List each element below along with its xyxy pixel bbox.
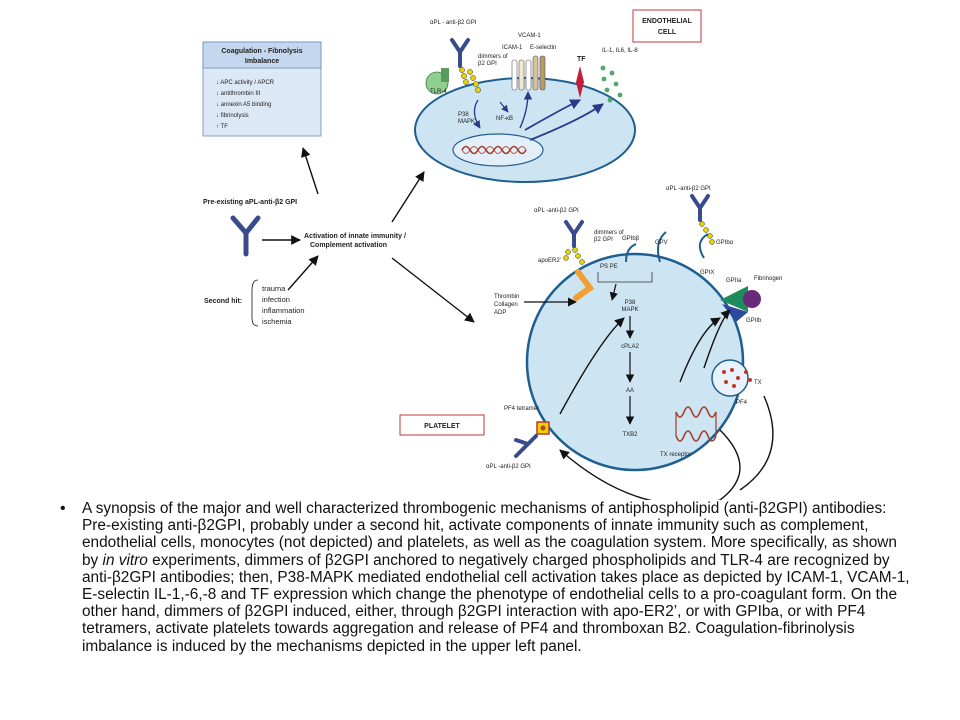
panel-item: ↓ antithrombin III	[216, 91, 261, 97]
arrow-to-platelet	[391, 257, 475, 323]
arrow-to-endothelial	[391, 171, 425, 223]
platelet-apl-top: αPL -anti-β2 GPI	[534, 208, 579, 214]
fibrinogen-molecule	[743, 290, 761, 308]
endothelial-cell: ENDOTHELIAL CELL TLR-4 αPL - anti-β2 GPI…	[414, 9, 702, 183]
endothelial-label-box	[632, 9, 702, 43]
tlr4-label: TLR-4	[430, 89, 447, 95]
platelet-p38-line2: MAPK	[621, 307, 638, 313]
gpiba-label: GPIbα	[716, 240, 734, 246]
endo-apl-label: αPL - anti-β2 GPI	[430, 20, 477, 26]
pf4-tetramer-label: PF4 tetramer	[504, 406, 539, 412]
platelet-label-box	[399, 414, 485, 436]
eselectin-label: E-selectin	[530, 45, 556, 51]
icam1-label: ICAM-1	[502, 45, 523, 51]
antibody-icon	[514, 434, 538, 458]
antibody-icon	[564, 194, 710, 248]
endo-dimmers-line1: dimmers of	[478, 54, 508, 60]
gpiib-label: GPIIb	[746, 318, 762, 324]
cytokine-dots	[600, 65, 623, 103]
cpla2-label: cPLA2	[621, 344, 639, 350]
second-hit-label: Second hit:	[204, 298, 242, 305]
caption-text-part2: experiments, dimmers of β2GPI anchored t…	[82, 551, 910, 655]
gpiia-receptor	[720, 286, 748, 312]
endo-dimmers-line2: β2 GPI	[478, 61, 497, 67]
txb2-label: TXB2	[622, 432, 638, 438]
panel-item: ↓ annexin A5 binding	[216, 102, 271, 108]
gpib-label: GPIbβ	[622, 236, 640, 242]
platelet-apl-right: αPL -anti-β2 GPI	[666, 186, 711, 192]
tx-dots	[722, 368, 752, 388]
beta2gpi-dimer-chain	[563, 221, 715, 265]
beta2gpi-dimer-chain	[459, 67, 481, 93]
platelet-dimmers-line2: β2 GPI	[594, 237, 613, 243]
caption-text-part1: A synopsis of the major and well charact…	[82, 500, 897, 569]
thrombogenic-mechanisms-diagram: Coagulation - Fibnolysis Imbalance ↓ APC…	[202, 9, 782, 500]
left-pathway: Pre-existing aPL-anti-β2 GPI Activation …	[203, 147, 475, 327]
gpiia-label: GPIIa	[726, 278, 742, 284]
gpv-receptor	[657, 231, 667, 263]
tx-label: TX	[754, 380, 762, 386]
tx-receptor	[675, 406, 717, 442]
antibody-icon	[230, 215, 261, 257]
second-hit-item: infection	[262, 295, 290, 304]
preexisting-label: Pre-existing aPL-anti-β2 GPI	[203, 199, 297, 206]
second-hit-item: trauma	[262, 284, 286, 293]
fibrinogen-label: Fibrinogen	[754, 276, 782, 282]
caption-italic: in vitro	[102, 551, 148, 569]
tf-label: TF	[577, 56, 586, 63]
gpiba-receptor	[698, 233, 709, 259]
endothelial-nucleus	[452, 133, 544, 167]
endo-p38-line2: MAPK	[458, 119, 475, 125]
activation-line1: Activation of innate immunity /	[304, 233, 406, 240]
aa-label: AA	[626, 388, 634, 394]
pf4-tetramer	[536, 421, 550, 435]
platelet-p38-line1: P38	[625, 300, 636, 306]
gpix-label: GPIX	[700, 270, 714, 276]
platelet-dimmers-line1: dimmers of	[594, 230, 624, 236]
vcam1-label: VCAM-1	[518, 33, 541, 39]
tf-receptor	[576, 66, 584, 98]
second-hit-item: inflammation	[262, 306, 305, 315]
activation-line2: Complement activation	[310, 242, 387, 249]
panel-item: ↑ TF	[216, 124, 228, 130]
endothelial-box-line1: ENDOTHELIAL	[642, 18, 693, 25]
arrow-to-panel	[301, 147, 319, 195]
nfkb-label: NF-κB	[496, 116, 513, 122]
apoer2-label: apoER2'	[538, 258, 561, 264]
platelet-cell: PLATELET αPL -anti-β2 GPI αPL -anti-β2 G…	[399, 186, 782, 500]
antibody-icon	[450, 38, 470, 68]
tx-granule	[711, 359, 749, 397]
platelet-body	[525, 252, 745, 472]
endothelial-box-line2: CELL	[658, 29, 677, 36]
platelet-box-label: PLATELET	[424, 423, 460, 430]
pspe-label: PS PE	[600, 264, 618, 270]
gpiib-receptor	[722, 304, 748, 322]
thrombin-label: Thrombin	[494, 294, 519, 300]
apoer2-receptor	[573, 269, 595, 301]
platelet-apl-bottom: αPL -anti-β2 GPI	[486, 464, 531, 470]
adp-label: ADP	[494, 310, 506, 316]
collagen-label: Collagen	[494, 302, 518, 308]
panel-item: ↓ fibrinolysis	[216, 113, 249, 119]
caption-text: A synopsis of the major and well charact…	[82, 500, 912, 655]
panel-title-line1: Coagulation - Fibnolysis	[221, 48, 302, 55]
second-hit-item: ischemia	[262, 317, 292, 326]
coagulation-panel: Coagulation - Fibnolysis Imbalance ↓ APC…	[202, 41, 322, 137]
pf4-label: PF4	[736, 400, 748, 406]
gpib-receptor	[625, 243, 637, 263]
panel-title-line2: Imbalance	[245, 58, 279, 65]
gpv-label: GPV	[655, 240, 668, 246]
adhesion-molecules	[511, 55, 546, 91]
endo-p38-line1: P38	[458, 112, 469, 118]
panel-item: ↓ APC activity / APCR	[216, 80, 275, 86]
tx-receptor-label: TX receptor	[660, 452, 691, 458]
arrow-hits-to-activation	[287, 255, 319, 291]
caption-bullet: •	[60, 500, 66, 517]
il-label: IL-1, IL6, IL-8	[602, 48, 638, 54]
